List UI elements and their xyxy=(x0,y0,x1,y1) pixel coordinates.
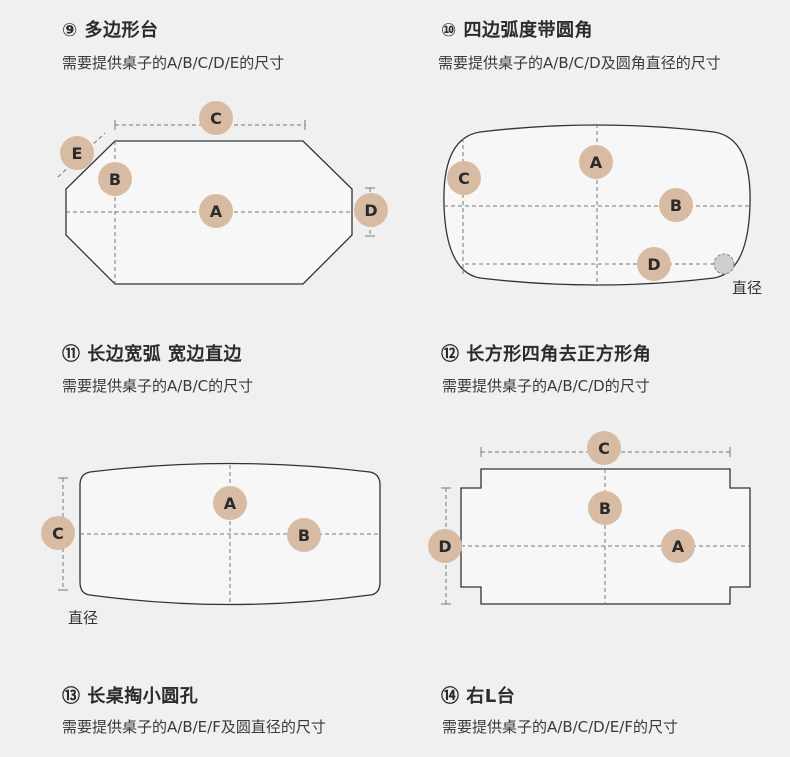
svg-text:C: C xyxy=(458,169,470,188)
corner-diameter-marker xyxy=(713,253,735,275)
svg-text:C: C xyxy=(598,439,610,458)
label-b-badge: B xyxy=(659,188,693,222)
svg-text:D: D xyxy=(647,255,660,274)
notched-corner-table-diagram: C B D A xyxy=(428,431,751,605)
label-b-badge: B xyxy=(287,518,321,552)
svg-text:D: D xyxy=(364,201,377,220)
panel-13-title: ⑬ 长桌掏小圆孔 xyxy=(62,686,199,707)
label-c-badge: C xyxy=(41,516,75,550)
svg-text:A: A xyxy=(590,153,603,172)
panel-12-title: ⑫ 长方形四角去正方形角 xyxy=(441,344,652,365)
svg-text:C: C xyxy=(210,109,222,128)
panel-13-subtitle: 需要提供桌子的A/B/E/F及圆直径的尺寸 xyxy=(62,718,326,736)
diameter-note: 直径 xyxy=(732,279,762,297)
svg-text:B: B xyxy=(599,499,611,518)
svg-text:C: C xyxy=(52,524,64,543)
panel-9-subtitle: 需要提供桌子的A/B/C/D/E的尺寸 xyxy=(62,54,285,72)
label-b-badge: B xyxy=(588,491,622,525)
label-a-badge: A xyxy=(199,194,233,228)
rounded-arc-table-diagram: A C B D 直径 xyxy=(443,124,762,297)
svg-text:A: A xyxy=(672,537,685,556)
label-a-badge: A xyxy=(213,486,247,520)
svg-text:B: B xyxy=(109,170,121,189)
panel-9-title: ⑨ 多边形台 xyxy=(62,20,159,41)
label-d-badge: D xyxy=(428,529,462,563)
label-b-badge: B xyxy=(98,162,132,196)
panel-14-title: ⑭ 右L台 xyxy=(441,686,516,707)
label-e-badge: E xyxy=(60,136,94,170)
diameter-note: 直径 xyxy=(68,609,98,627)
panel-11-subtitle: 需要提供桌子的A/B/C的尺寸 xyxy=(62,377,254,395)
octagon-table-diagram: C E B A D xyxy=(57,101,388,285)
label-c-badge: C xyxy=(447,161,481,195)
label-d-badge: D xyxy=(354,193,388,227)
arched-long-side-table-diagram: A C B 直径 xyxy=(41,462,381,627)
panel-12-subtitle: 需要提供桌子的A/B/C/D的尺寸 xyxy=(442,377,650,395)
svg-text:E: E xyxy=(72,144,83,163)
svg-text:B: B xyxy=(670,196,682,215)
label-c-badge: C xyxy=(587,431,621,465)
svg-text:A: A xyxy=(210,202,223,221)
svg-text:B: B xyxy=(298,526,310,545)
panel-10-title: ⑩ 四边弧度带圆角 xyxy=(441,20,594,41)
panel-10-subtitle: 需要提供桌子的A/B/C/D及圆角直径的尺寸 xyxy=(438,54,721,72)
panel-14-subtitle: 需要提供桌子的A/B/C/D/E/F的尺寸 xyxy=(442,718,678,736)
svg-text:D: D xyxy=(438,537,451,556)
svg-text:A: A xyxy=(224,494,237,513)
label-c-badge: C xyxy=(199,101,233,135)
label-a-badge: A xyxy=(661,529,695,563)
label-d-badge: D xyxy=(637,247,671,281)
label-a-badge: A xyxy=(579,145,613,179)
notched-corner-table-outline xyxy=(460,468,751,605)
panel-11-title: ⑪ 长边宽弧 宽边直边 xyxy=(62,344,243,365)
